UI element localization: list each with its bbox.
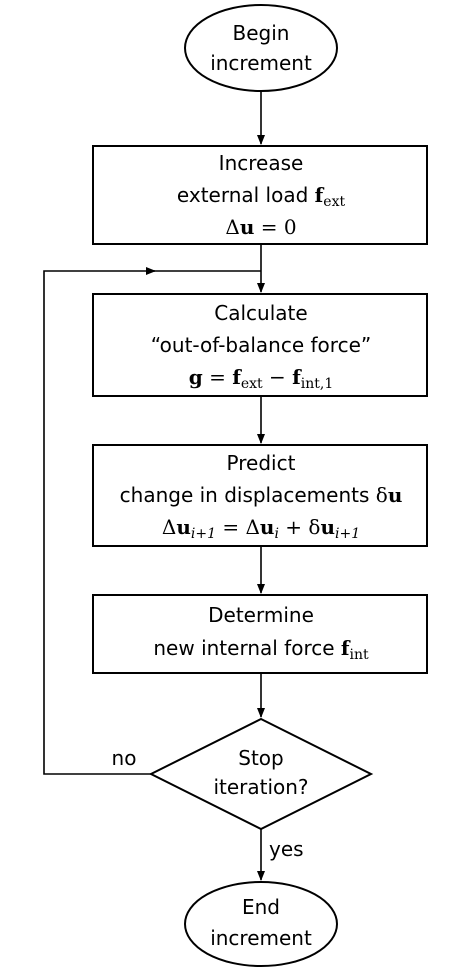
decision-node: Stop iteration? [148,717,374,831]
end-label-line1: End [242,895,280,919]
determine-node: Determine new internal force fint [92,594,428,674]
begin-label-line1: Begin [233,21,290,45]
increase-equation: Δu = 0 [225,215,296,239]
increase-label-line2: external load fext [177,183,346,210]
determine-label-line2: new internal force fint [153,636,369,663]
yes-label: yes [269,837,304,861]
edge-decision-no-loop [43,267,156,775]
determine-label-line1: Determine [208,603,314,627]
calculate-label-line1: Calculate [214,301,307,325]
decision-label-line1: Stop [238,746,283,770]
begin-node: Begin increment [184,4,338,92]
increase-node: Increase external load fext Δu = 0 [92,145,428,245]
calculate-label-line2: “out-of-balance force” [151,333,371,357]
decision-label-line2: iteration? [213,775,308,799]
predict-node: Predict change in displacements δu Δui+1… [92,444,428,547]
calculate-equation: g = fext − fint,1 [189,365,333,392]
begin-label-line2: increment [210,51,312,75]
end-node: End increment [184,881,338,967]
calculate-node: Calculate “out-of-balance force” g = fex… [92,293,428,397]
increase-label-line1: Increase [219,151,304,175]
predict-label-line1: Predict [227,451,296,475]
no-label: no [112,746,137,770]
predict-equation: Δui+1 = Δui + δui+1 [162,515,360,542]
predict-label-line2: change in displacements δu [120,483,403,507]
end-label-line2: increment [210,926,312,950]
